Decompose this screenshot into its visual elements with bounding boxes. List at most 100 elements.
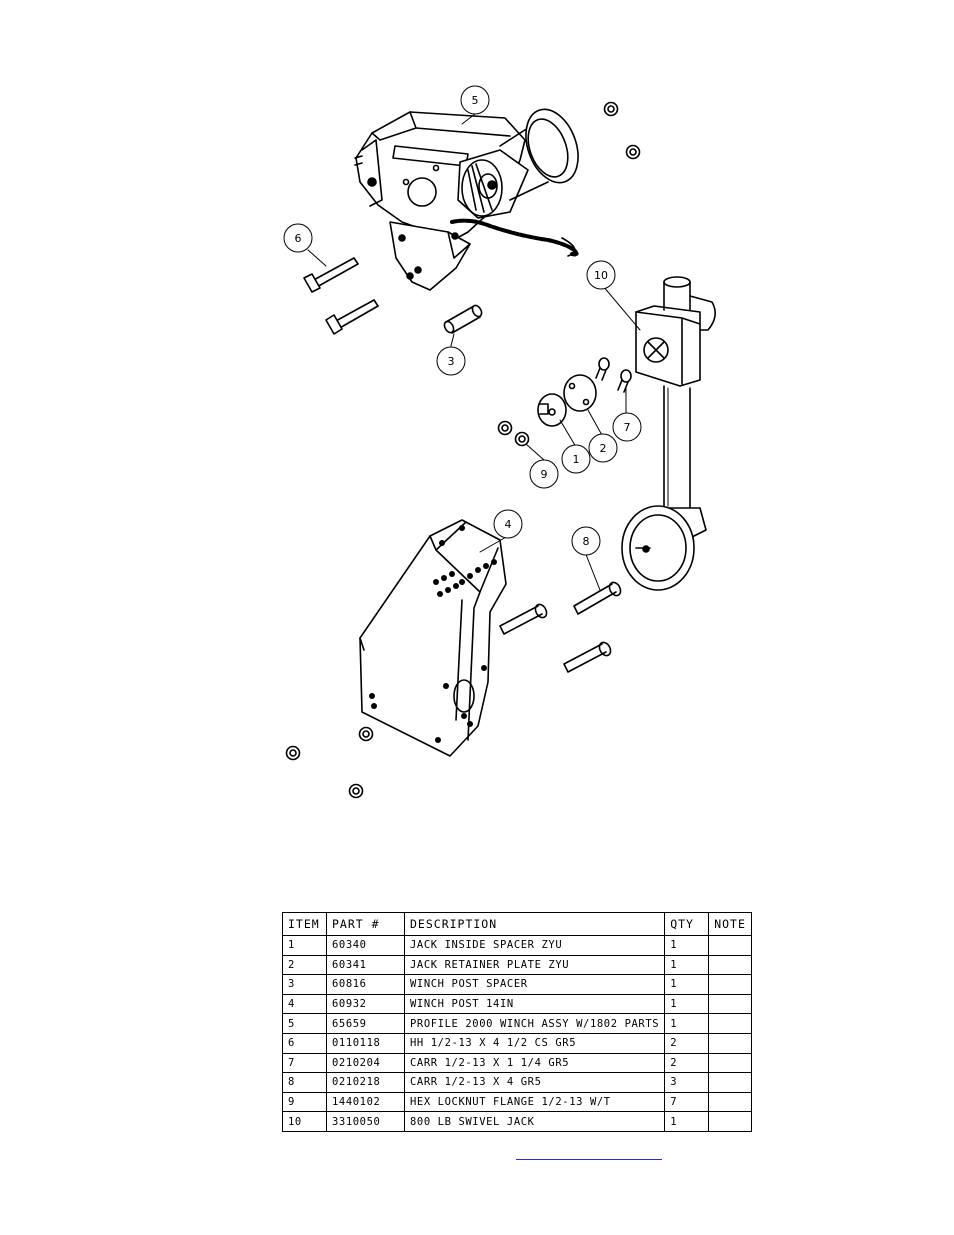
carriage-bolt-short-part: [595, 357, 632, 393]
balloon-item-10: 10: [586, 260, 616, 290]
cell-description: CARR 1/2-13 X 1 1/4 GR5: [403, 1052, 666, 1074]
hex-locknut-icon: [603, 101, 641, 160]
svg-text:3: 3: [448, 355, 455, 368]
cell-part-number: 0110118: [326, 1032, 405, 1054]
cell-description: CARR 1/2-13 X 4 GR5: [403, 1072, 666, 1093]
cell-qty: 1: [664, 993, 710, 1015]
header-description: DESCRIPTION: [403, 912, 666, 936]
balloon-item-5: 5: [460, 85, 490, 115]
cell-item: 5: [282, 1013, 327, 1034]
cell-description: JACK RETAINER PLATE ZYU: [403, 954, 666, 976]
cell-description: JACK INSIDE SPACER ZYU: [403, 935, 666, 956]
cell-qty: 2: [664, 1052, 710, 1074]
winch-assembly-part: [354, 108, 579, 291]
cell-description: HEX LOCKNUT FLANGE 1/2-13 W/T: [403, 1091, 666, 1113]
header-note: NOTE: [708, 912, 752, 936]
carriage-bolt-long-part: [499, 581, 622, 673]
winch-post-spacer-part: [443, 304, 483, 334]
cell-note: [708, 1111, 752, 1132]
cell-part-number: 60816: [326, 974, 405, 995]
swivel-jack-part: [621, 276, 716, 591]
header-qty: QTY: [664, 912, 710, 936]
balloon-item-7: 7: [612, 412, 642, 442]
balloon-item-6: 6: [283, 223, 313, 253]
cell-description: PROFILE 2000 WINCH ASSY W/1802 PARTS: [403, 1013, 666, 1034]
svg-text:8: 8: [583, 535, 590, 548]
balloon-item-8: 8: [571, 526, 601, 556]
cell-item: 1: [282, 935, 327, 956]
svg-text:4: 4: [505, 518, 512, 531]
cell-qty: 1: [664, 974, 710, 995]
cell-part-number: 60932: [326, 993, 405, 1015]
cell-part-number: 60340: [326, 935, 405, 956]
cell-part-number: 1440102: [326, 1091, 405, 1113]
cell-qty: 1: [664, 1013, 710, 1034]
cell-item: 2: [282, 954, 327, 976]
cell-part-number: 65659: [326, 1013, 405, 1034]
balloon-item-9: 9: [529, 459, 559, 489]
cell-item: 6: [282, 1032, 327, 1054]
leader-lines: [307, 113, 641, 591]
cell-note: [708, 954, 752, 976]
cell-note: [708, 1032, 752, 1054]
cell-note: [708, 1052, 752, 1074]
cell-qty: 7: [664, 1091, 710, 1113]
cell-description: HH 1/2-13 X 4 1/2 CS GR5: [403, 1032, 666, 1054]
cell-note: [708, 1013, 752, 1034]
svg-text:7: 7: [624, 421, 631, 434]
hex-head-bolt-part: [303, 257, 379, 335]
balloon-item-2: 2: [588, 433, 618, 463]
cell-item: 10: [282, 1111, 327, 1132]
header-part-number: PART #: [326, 912, 405, 936]
jack-retainer-plate-part: [563, 374, 597, 412]
svg-text:1: 1: [573, 453, 580, 466]
svg-text:10: 10: [594, 269, 608, 282]
cell-description: WINCH POST 14IN: [403, 993, 666, 1015]
balloon-item-4: 4: [493, 509, 523, 539]
header-item: ITEM: [282, 912, 327, 936]
winch-post-part: [359, 519, 507, 757]
svg-text:5: 5: [472, 94, 479, 107]
table-header-row: ITEM PART # DESCRIPTION QTY NOTE: [282, 912, 752, 936]
cell-note: [708, 1091, 752, 1113]
cell-note: [708, 1072, 752, 1093]
cell-item: 3: [282, 974, 327, 995]
cell-part-number: 0210218: [326, 1072, 405, 1093]
footer-link[interactable]: [516, 1147, 662, 1160]
svg-text:9: 9: [541, 468, 548, 481]
cell-part-number: 60341: [326, 954, 405, 976]
hex-locknut-icon: [285, 420, 530, 799]
cell-description: WINCH POST SPACER: [403, 974, 666, 995]
jack-inside-spacer-part: [537, 393, 567, 427]
cell-part-number: 3310050: [326, 1111, 405, 1132]
cell-qty: 1: [664, 954, 710, 976]
cell-qty: 3: [664, 1072, 710, 1093]
cell-note: [708, 974, 752, 995]
cell-note: [708, 993, 752, 1015]
cell-note: [708, 935, 752, 956]
balloon-item-1: 1: [561, 444, 591, 474]
cell-part-number: 0210204: [326, 1052, 405, 1074]
balloon-item-3: 3: [436, 346, 466, 376]
cell-description: 800 LB SWIVEL JACK: [403, 1111, 666, 1132]
cell-item: 9: [282, 1091, 327, 1113]
cell-qty: 2: [664, 1032, 710, 1054]
svg-text:6: 6: [295, 232, 302, 245]
cell-qty: 1: [664, 935, 710, 956]
cell-item: 7: [282, 1052, 327, 1074]
cell-item: 8: [282, 1072, 327, 1093]
cell-item: 4: [282, 993, 327, 1015]
exploded-assembly-drawing: 5 6 3 10 7 2 1 9 4 8: [283, 85, 716, 799]
svg-text:2: 2: [600, 442, 607, 455]
